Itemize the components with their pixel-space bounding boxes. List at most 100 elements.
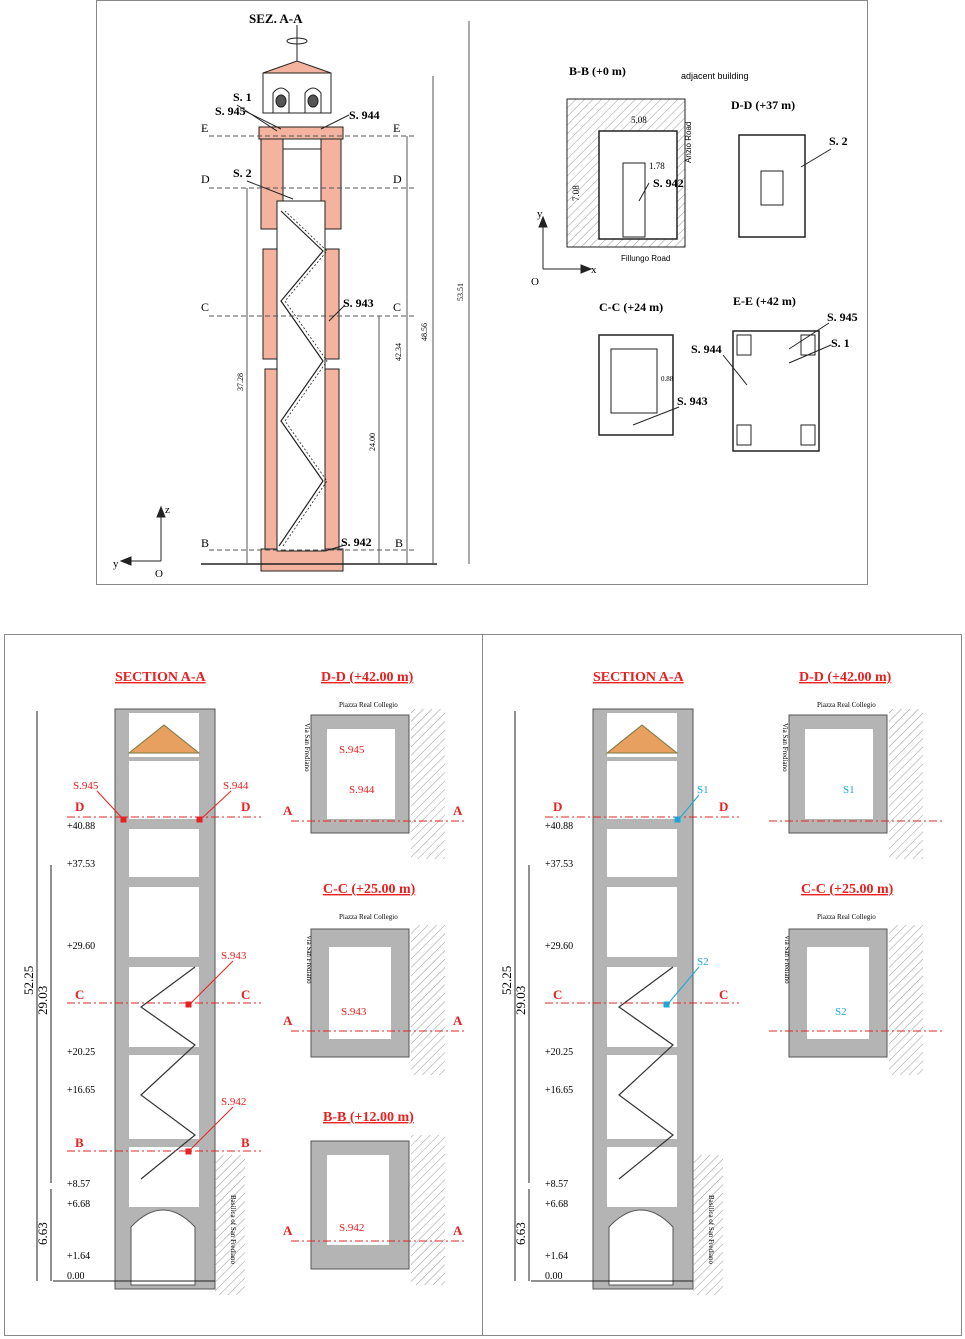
bl-plan-dd-street-top: Piazza Real Collegio [339, 701, 398, 709]
bl-basilica: Basilica of San Frediano [229, 1195, 237, 1265]
br-plan-cc-street-top: Piazza Real Collegio [817, 913, 876, 921]
br-level-7: +1.64 [545, 1251, 568, 1262]
br-level-2: +29.60 [545, 941, 573, 952]
plan-bb-road-right: Anzio Road [684, 122, 693, 163]
br-level-4: +16.65 [545, 1085, 573, 1096]
br-sensor-s2: S2 [697, 956, 709, 968]
dimension-lines [246, 21, 470, 564]
bl-dim-lines [36, 711, 215, 1282]
bl-sec-c-left: C [75, 987, 84, 1002]
plan-bb-dim1: 5.08 [631, 115, 647, 125]
bl-plan-section-lines [291, 820, 465, 1242]
bl-sensor-leaders [96, 790, 234, 1155]
sensor-s944: S. 944 [349, 108, 380, 122]
bl-level-6: +6.68 [67, 1199, 90, 1210]
plan-bb-road-bottom: Fillungo Road [621, 254, 670, 263]
bl-level-5: +8.57 [67, 1179, 90, 1190]
sensor-s945: S. 945 [215, 104, 246, 118]
sec-letter-e-right: E [393, 121, 400, 135]
sec-letter-d-left: D [201, 172, 210, 186]
axis-y-label: y [113, 558, 119, 570]
br-level-6: +6.68 [545, 1199, 568, 1210]
sec-letter-d-right: D [393, 172, 402, 186]
plan-cc-dim: 0.88 [661, 375, 674, 383]
plan-bb: B-B (+0 m) adjacent building 5.08 1.78 7… [566, 64, 749, 263]
bl-plan-cc-street-top: Piazza Real Collegio [339, 913, 398, 921]
plan-bb-note: adjacent building [681, 71, 749, 81]
plan-ee-title: E-E (+42 m) [733, 294, 796, 308]
bottom-right-panel: SECTION A-A 52.25 29.03 6.63 +40.88 +37.… [482, 634, 962, 1336]
bl-plan-cc-title: C-C (+25.00 m) [323, 882, 416, 897]
dim-53-51: 53.51 [456, 283, 465, 301]
bl-section-lines [67, 816, 261, 1152]
sec-letter-c-left: C [201, 300, 209, 314]
br-section-lines [545, 816, 739, 1004]
bl-a-cc-right: A [453, 1013, 463, 1028]
plan-bb-dim3: 7.08 [571, 185, 581, 201]
bl-level-1: +37.53 [67, 859, 95, 870]
bl-sec-b-left: B [75, 1135, 84, 1150]
br-sec-d-left: D [553, 799, 562, 814]
bl-sec-b-right: B [241, 1135, 250, 1150]
sec-letter-c-right: C [393, 300, 401, 314]
br-tower [592, 708, 723, 1295]
plan-cc: C-C (+24 m) 0.88 S. 943 [598, 300, 708, 436]
sensor-s943: S. 943 [343, 296, 374, 310]
sec-letter-b-left: B [201, 536, 209, 550]
plan-cc-title: C-C (+24 m) [599, 300, 663, 314]
bl-plan-bb-sensor: S.942 [339, 1222, 364, 1234]
bl-plan-bb: B-B (+12.00 m) S.942 [310, 1110, 445, 1285]
sensor-s1: S. 1 [233, 90, 252, 104]
bottom-left-drawing: SECTION A-A 52.25 29.03 6.63 +40.88 +37.… [21, 670, 465, 1295]
br-level-5: +8.57 [545, 1179, 568, 1190]
top-title: SEZ. A-A [249, 11, 303, 26]
bl-sec-c-right: C [241, 987, 250, 1002]
br-level-8: 0.00 [545, 1271, 563, 1282]
sec-letter-e-left: E [201, 121, 208, 135]
bl-a-cc-left: A [283, 1013, 293, 1028]
tower-shaft [258, 126, 344, 572]
axis-xy-o: O [531, 276, 539, 288]
bl-a-bb-right: A [453, 1223, 463, 1238]
sensor-leaders [236, 104, 350, 552]
bl-level-0: +40.88 [67, 821, 95, 832]
plan-ee-sensor-944: S. 944 [691, 342, 722, 356]
bl-plan-cc: C-C (+25.00 m) Piazza Real Collegio Via … [305, 882, 445, 1075]
plan-dd: D-D (+37 m) S. 2 [731, 98, 848, 238]
br-title: SECTION A-A [593, 670, 685, 685]
br-plan-dd-title: D-D (+42.00 m) [799, 670, 892, 685]
br-level-1: +37.53 [545, 859, 573, 870]
bl-level-7: +1.64 [67, 1251, 90, 1262]
axis-zy [119, 505, 166, 566]
bl-title: SECTION A-A [115, 670, 207, 685]
bottom-right-drawing: SECTION A-A 52.25 29.03 6.63 +40.88 +37.… [499, 670, 943, 1295]
bl-tower [114, 708, 245, 1295]
bl-level-2: +29.60 [67, 941, 95, 952]
section-lines [209, 135, 417, 551]
br-plan-dd-street-left: Via San Frediano [781, 723, 789, 772]
br-basilica: Basilica of San Frediano [707, 1195, 715, 1265]
plan-cc-sensor: S. 943 [677, 394, 708, 408]
br-plan-cc-title: C-C (+25.00 m) [801, 882, 894, 897]
axis-xy-x: x [591, 264, 597, 276]
bl-plan-dd-sensor-945: S.945 [339, 744, 365, 756]
dim-37-28: 37.28 [236, 373, 245, 391]
br-sensor-s1: S1 [697, 784, 709, 796]
plan-dd-sensor: S. 2 [829, 134, 848, 148]
top-drawing: SEZ. A-A E E D D C [113, 11, 858, 580]
bl-level-8: 0.00 [67, 1271, 85, 1282]
axis-z-label: z [165, 504, 170, 516]
top-panel: SEZ. A-A E E D D C [96, 0, 868, 585]
bl-sec-d-right: D [241, 799, 250, 814]
br-sec-c-right: C [719, 987, 728, 1002]
bl-plan-cc-street-left: Via San Frediano [305, 935, 313, 984]
plan-bb-title: B-B (+0 m) [569, 64, 626, 78]
plan-ee: E-E (+42 m) S. 945 S. 1 S. 944 [691, 294, 858, 452]
plan-bb-sensor: S. 942 [653, 176, 684, 190]
bl-sensor-942: S.942 [221, 1096, 246, 1108]
bl-level-3: +20.25 [67, 1047, 95, 1058]
axis-xy-y: y [537, 208, 543, 220]
br-plan-dd-sensor: S1 [843, 784, 855, 796]
br-sensor-leaders [663, 794, 700, 1008]
bl-sensor-945: S.945 [73, 780, 99, 792]
